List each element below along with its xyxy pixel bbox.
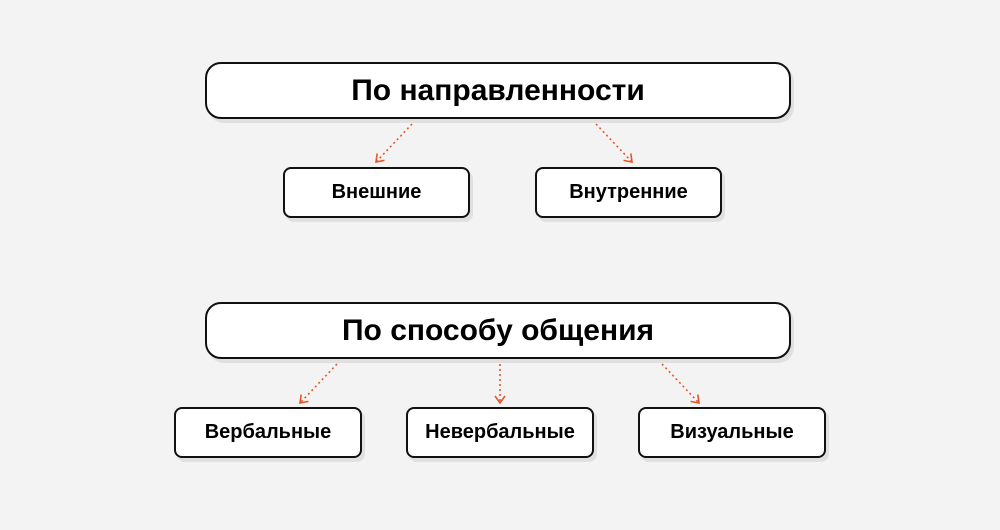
node-internal: Внутренние (535, 167, 722, 218)
node-verbal-label: Вербальные (204, 421, 332, 443)
arrow-method-to-verbal (299, 363, 338, 404)
node-nonverbal: Невербальные (406, 407, 594, 458)
arrow-direction-to-external (375, 123, 413, 163)
node-nonverbal-label: Невербальные (425, 421, 575, 443)
arrow-method-to-visual (661, 363, 700, 404)
node-visual: Визуальные (638, 407, 826, 458)
category-by-communication-method: По способу общения (205, 302, 791, 359)
category-by-direction: По направленности (205, 62, 791, 119)
node-internal-label: Внутренние (569, 181, 688, 203)
arrow-direction-to-internal (595, 123, 633, 163)
node-visual-label: Визуальные (670, 421, 794, 443)
node-external-label: Внешние (331, 181, 422, 203)
category-by-communication-method-label: По способу общения (341, 313, 655, 347)
node-verbal: Вербальные (174, 407, 362, 458)
node-external: Внешние (283, 167, 470, 218)
category-by-direction-label: По направленности (351, 73, 645, 107)
